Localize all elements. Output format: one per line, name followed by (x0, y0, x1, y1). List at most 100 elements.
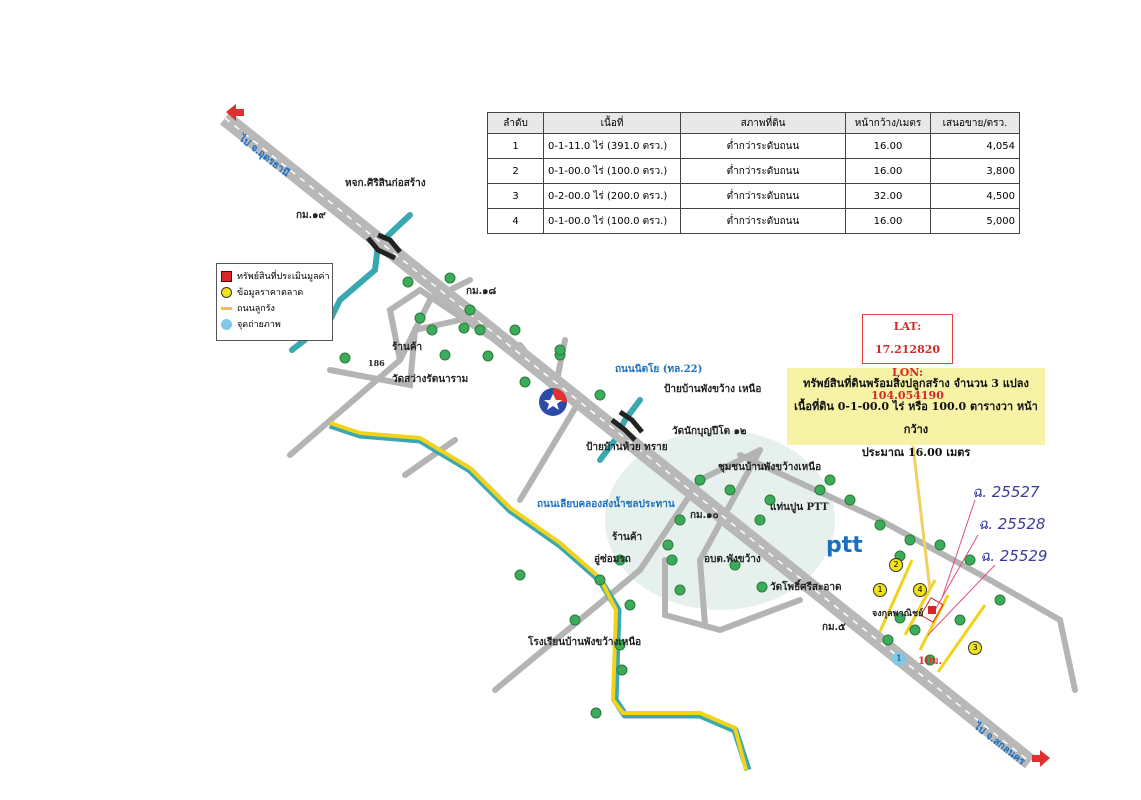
subject-line: ทรัพย์สินที่ดินพร้อมสิ่งปลูกสร้าง จำนวน … (803, 377, 1029, 390)
km-marker: กม.๑๙ (296, 210, 326, 221)
table-cell: ต่ำกว่าระดับถนน (680, 208, 846, 234)
tree-icon (662, 539, 674, 551)
tree-icon (414, 312, 426, 324)
road-name: ถนนเลียบคลองส่งน้ำชลประทาน (537, 499, 675, 510)
col-header: สภาพที่ดิน (680, 112, 846, 134)
table-cell: 5,000 (930, 208, 1020, 234)
legend-item-market: ข้อมูลราคาตลาด (221, 284, 328, 300)
road-number: 186 (368, 358, 385, 368)
deed-number: ฉ. 25527 (972, 483, 1040, 501)
tree-icon (616, 664, 628, 676)
place-label: อู่ซ่อมรถ (594, 554, 631, 565)
table-cell: 3 (487, 183, 544, 209)
tree-icon (954, 614, 966, 626)
tree-icon (509, 324, 521, 336)
place-label: วัดนักบุญปีโต ๑๒ (672, 426, 747, 437)
col-header: หน้ากว้าง/เมตร (845, 112, 931, 134)
col-header: เสนอขาย/ตรว. (930, 112, 1020, 134)
legend-label: ถนนลูกรัง (237, 304, 275, 314)
tree-icon (339, 352, 351, 364)
table-header: ลำดับ เนื้อที่ สภาพที่ดิน หน้ากว้าง/เมตร… (487, 112, 1020, 134)
legend-label: จุดถ่ายภาพ (237, 320, 281, 330)
tree-icon (934, 539, 946, 551)
tree-icon (756, 581, 768, 593)
tree-icon (694, 474, 706, 486)
tree-icon (614, 554, 626, 566)
legend-label: ข้อมูลราคาตลาด (237, 288, 304, 298)
red-square-icon (221, 270, 232, 282)
tree-icon (904, 534, 916, 546)
place-label: จงกุลพาณิชย์ (872, 609, 924, 619)
photo-point-icon (221, 318, 232, 330)
sign-north-label: ป้ายบ้านพังขว้าง เหนือ (664, 382, 761, 397)
km-marker: กม.๕ (822, 622, 846, 633)
table-cell: 16.00 (845, 133, 931, 159)
tree-icon (474, 324, 486, 336)
table-cell: 0-1-00.0 ไร่ (100.0 ตรว.) (543, 158, 681, 184)
tree-icon (464, 304, 476, 316)
tree-icon (624, 599, 636, 611)
tree-icon (674, 584, 686, 596)
tree-icon (764, 494, 776, 506)
photo-point-icon: 1 (892, 652, 906, 666)
tree-icon (402, 276, 414, 288)
table-cell: 0-2-00.0 ไร่ (200.0 ตรว.) (543, 183, 681, 209)
longitude: LON: 104.054190 (871, 366, 944, 402)
place-label: ร้านค้า (392, 342, 423, 353)
km-marker: กม.๑๐ (690, 510, 719, 521)
place-label: ป้ายบ้านพังขว้าง เหนือ (664, 384, 762, 395)
table-cell: 0-1-11.0 ไร่ (391.0 ตรว.) (543, 133, 681, 159)
tree-icon (844, 494, 856, 506)
table-cell: ต่ำกว่าระดับถนน (680, 183, 846, 209)
comparables-table: ลำดับ เนื้อที่ สภาพที่ดิน หน้ากว้าง/เมตร… (487, 112, 1020, 234)
market-data-marker: 3 (968, 641, 982, 655)
tree-icon (482, 350, 494, 362)
tree-icon (666, 554, 678, 566)
place-label: แท่นปูน PTT (770, 502, 829, 513)
road-name: ถนนนิตโย (ทล.22) (615, 364, 703, 375)
place-label: วัดโพธิ์ศรีสะอาด (770, 582, 842, 593)
tree-icon (439, 349, 451, 361)
tree-icon (964, 554, 976, 566)
deed-number: ฉ. 25529 (980, 547, 1048, 565)
tree-icon (894, 612, 906, 624)
tree-icon (674, 514, 686, 526)
tree-icon (614, 639, 626, 651)
legend-item-subject: ทรัพย์สินที่ประเมินมูลค่า (221, 268, 330, 284)
tree-icon (882, 634, 894, 646)
tree-icon (554, 344, 566, 356)
market-data-marker: 4 (913, 583, 927, 597)
place-label: วัดสว่างรัตนาราม (392, 374, 469, 385)
table-cell: 0-1-00.0 ไร่ (100.0 ตรว.) (543, 208, 681, 234)
place-label: หจก.ศิริสินก่อสร้าง (345, 178, 426, 189)
place-label: อบต.พังขว้าง (704, 554, 761, 565)
place-label: โรงเรียนบ้านพังขว้างเหนือ (528, 637, 642, 648)
table-cell: ต่ำกว่าระดับถนน (680, 158, 846, 184)
yellow-circle-icon (221, 286, 232, 298)
subject-line: ประมาณ 16.00 เมตร (861, 446, 971, 459)
tree-icon (754, 514, 766, 526)
table-cell: 16.00 (845, 208, 931, 234)
table-cell: 32.00 (845, 183, 931, 209)
place-label: ร้านค้า (612, 532, 643, 543)
tree-icon (724, 484, 736, 496)
table-cell: 3,800 (930, 158, 1020, 184)
legend-item-photo: จุดถ่ายภาพ (221, 316, 328, 332)
deed-number: ฉ. 25528 (978, 515, 1046, 533)
tree-icon (924, 654, 936, 666)
subject-description: ทรัพย์สินที่ดินพร้อมสิ่งปลูกสร้าง จำนวน … (787, 368, 1045, 459)
tree-icon (874, 519, 886, 531)
tree-icon (458, 322, 470, 334)
subject-line: เนื้อที่ดิน 0-1-00.0 ไร่ หรือ 100.0 ตารา… (794, 400, 1038, 436)
latitude: LAT: 17.212820 (874, 320, 941, 356)
tree-icon (909, 624, 921, 636)
tree-icon (514, 569, 526, 581)
tree-icon (444, 272, 456, 284)
market-data-marker: 2 (889, 558, 903, 572)
tree-icon (594, 389, 606, 401)
table-cell: 4 (487, 208, 544, 234)
tree-icon (994, 594, 1006, 606)
